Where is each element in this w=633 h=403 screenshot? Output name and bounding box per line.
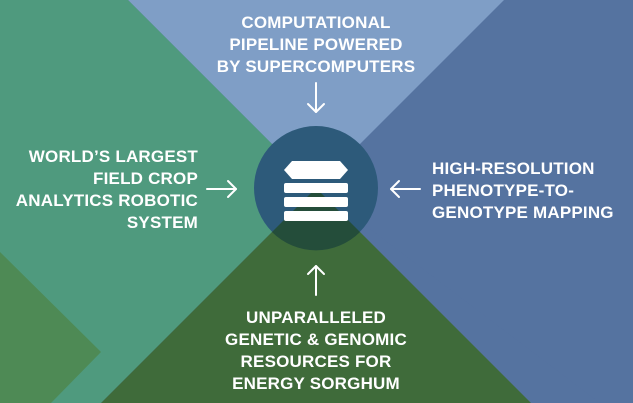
top-quadrant-label: COMPUTATIONAL PIPELINE POWERED BY SUPERC…	[190, 12, 442, 78]
left-quadrant-label: WORLD’S LARGEST FIELD CROP ANALYTICS ROB…	[6, 146, 198, 234]
quadrant-left-panel	[0, 0, 316, 403]
right-label-line: HIGH-RESOLUTION	[432, 159, 595, 178]
right-quadrant-label: HIGH-RESOLUTION PHENOTYPE-TO- GENOTYPE M…	[432, 158, 630, 224]
right-label-line: GENOTYPE MAPPING	[432, 203, 614, 222]
right-label-line: PHENOTYPE-TO-	[432, 181, 575, 200]
quadrant-corner-panel	[0, 252, 101, 403]
arrow-right-icon	[206, 180, 237, 198]
bottom-label-line: UNPARALLELED	[246, 308, 386, 327]
bottom-label-line: ENERGY SORGHUM	[232, 374, 400, 393]
top-label-line: PIPELINE POWERED	[229, 35, 403, 54]
arrow-left-icon	[390, 180, 421, 198]
stacked-server-layers-icon	[284, 161, 348, 221]
arrow-up-icon	[307, 265, 325, 296]
bottom-label-line: GENETIC & GENOMIC	[225, 330, 407, 349]
top-label-line: BY SUPERCOMPUTERS	[216, 57, 416, 76]
left-label-line: FIELD CROP	[93, 169, 198, 188]
bottom-label-line: RESOURCES FOR	[240, 352, 392, 371]
arrow-down-icon	[307, 82, 325, 113]
quadrant-right-panel	[316, 0, 633, 403]
top-label-line: COMPUTATIONAL	[241, 13, 391, 32]
left-label-line: WORLD’S LARGEST	[28, 147, 198, 166]
bottom-quadrant-label: UNPARALLELED GENETIC & GENOMIC RESOURCES…	[190, 307, 442, 395]
left-label-line: SYSTEM	[126, 213, 198, 232]
left-label-line: ANALYTICS ROBOTIC	[15, 191, 198, 210]
